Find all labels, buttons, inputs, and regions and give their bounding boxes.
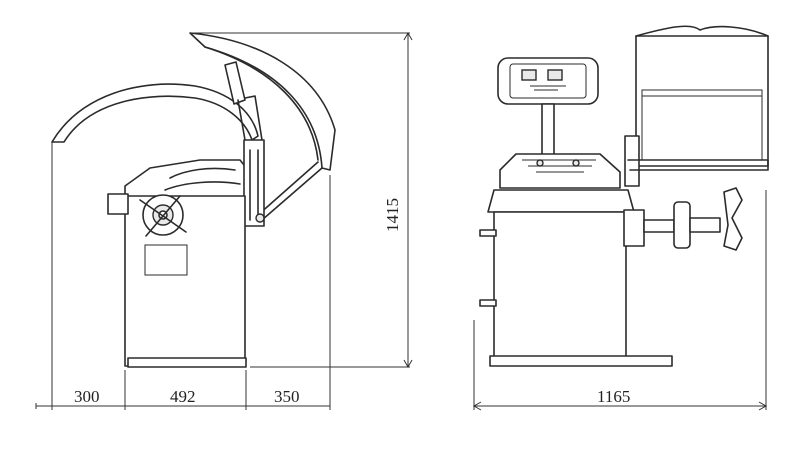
side-view <box>51 32 336 368</box>
side-cabinet <box>124 195 246 367</box>
side-column-detail <box>249 149 259 221</box>
front-wing-nut <box>723 187 743 251</box>
front-dimensions <box>472 190 768 411</box>
front-monitor-screen <box>509 63 587 99</box>
front-tray <box>487 189 635 213</box>
side-monitor <box>224 61 246 105</box>
side-hood-open <box>189 32 336 171</box>
front-hood-rail <box>627 159 769 171</box>
dim-label-350: 350 <box>274 387 300 406</box>
front-shaft <box>643 219 675 233</box>
dim-label-492: 492 <box>170 387 196 406</box>
side-tray <box>107 193 129 215</box>
front-screen-icon-left <box>521 69 537 81</box>
front-cabinet <box>493 211 627 363</box>
side-hood-inner <box>204 46 319 161</box>
side-monitor-post <box>237 95 263 141</box>
front-screen-icon-right <box>547 69 563 81</box>
front-hood-top <box>635 25 769 37</box>
front-console <box>499 153 621 189</box>
dim-label-300: 300 <box>74 387 100 406</box>
front-view <box>479 25 769 367</box>
front-shaft-housing <box>623 209 645 247</box>
side-flange-handle <box>139 195 187 237</box>
front-monitor-post <box>541 103 555 157</box>
side-wheel-guard <box>51 83 259 143</box>
side-rear-column <box>243 139 265 227</box>
side-dimensions <box>35 31 413 410</box>
side-top-tray <box>164 167 241 191</box>
front-peg-upper <box>479 229 497 237</box>
front-shaft-end <box>689 217 721 233</box>
front-base <box>489 355 673 367</box>
dim-label-1165: 1165 <box>597 387 630 406</box>
dim-label-1415: 1415 <box>383 198 402 232</box>
front-hood-arm <box>624 135 640 187</box>
side-hood-arm <box>257 161 323 221</box>
front-monitor <box>497 57 599 105</box>
front-flange <box>673 201 691 249</box>
side-hinge-bolt <box>255 213 265 223</box>
front-hood <box>635 35 769 167</box>
side-label-plate <box>144 244 188 276</box>
front-peg-lower <box>479 299 497 307</box>
side-base <box>127 357 247 368</box>
